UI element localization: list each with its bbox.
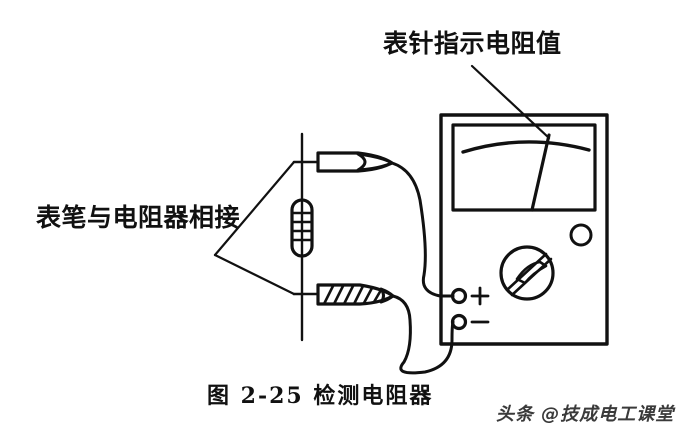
probe-contact-label: 表笔与电阻器相接 xyxy=(36,203,241,232)
leader-line-lower-contact xyxy=(213,253,296,296)
leader-line-needle xyxy=(470,64,551,140)
plus-sign-icon xyxy=(470,286,490,306)
resistor-group xyxy=(290,132,314,342)
upper-test-probe xyxy=(316,151,455,298)
lower-probe-wire xyxy=(391,294,455,375)
needle-reading-label: 表针指示电阻值 xyxy=(383,29,562,58)
watermark: 头条 @技成电工课堂 xyxy=(496,404,675,425)
multimeter-group xyxy=(439,113,609,346)
resistor-body xyxy=(290,198,314,258)
scale-window xyxy=(451,123,597,212)
scale-arc xyxy=(461,140,591,154)
leader-line-upper-contact xyxy=(213,160,296,257)
lower-probe-hatching xyxy=(322,284,383,306)
figure-caption: 图 2-25 检测电阻器 xyxy=(207,383,434,409)
lower-test-probe xyxy=(316,283,455,375)
zero-adjust-screw[interactable] xyxy=(569,223,593,247)
upper-probe-wire xyxy=(390,161,455,298)
range-selector-dial[interactable] xyxy=(499,245,555,301)
needle xyxy=(530,133,551,212)
